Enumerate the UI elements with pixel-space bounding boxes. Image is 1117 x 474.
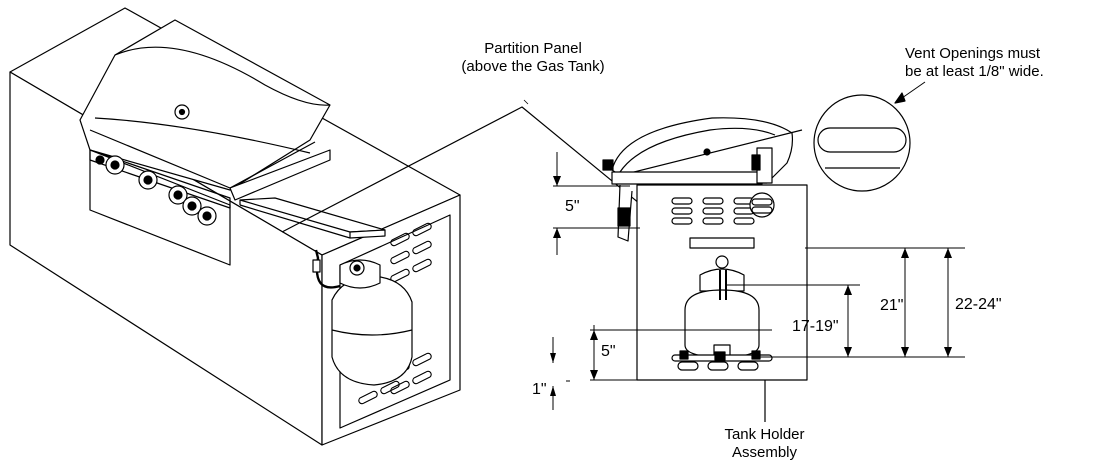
dim-cabinet-height: 22-24" bbox=[955, 296, 1002, 313]
vent-label-line1: Vent Openings must bbox=[905, 45, 1041, 62]
dim-top-gap: 5" bbox=[565, 198, 580, 215]
tank-holder-label: Tank Holder Assembly bbox=[712, 426, 817, 462]
tank-holder-assembly bbox=[671, 350, 773, 422]
tank-holder-line1: Tank Holder bbox=[724, 426, 805, 443]
elevation-vent-slots bbox=[671, 192, 775, 225]
dimension-arrows bbox=[550, 176, 952, 396]
partition-leader-line bbox=[281, 106, 691, 246]
dim-to-partition: 21" bbox=[880, 297, 904, 314]
control-knobs-left bbox=[95, 155, 217, 226]
dim-bottom-gap: 5" bbox=[601, 343, 616, 360]
vent-leader-line bbox=[901, 81, 926, 99]
vent-openings-label: Vent Openings must be at least 1/8" wide… bbox=[905, 45, 1044, 81]
dim-tank-height: 17-19" bbox=[792, 318, 839, 335]
partition-panel-elevation bbox=[689, 237, 755, 249]
cabinet-vent-slots bbox=[358, 222, 432, 405]
tank-holder-line2: Assembly bbox=[731, 444, 798, 461]
partition-label-line2: (above the Gas Tank) bbox=[461, 58, 605, 75]
partition-panel-label: Partition Panel (above the Gas Tank) bbox=[418, 40, 648, 76]
partition-shelf bbox=[239, 197, 386, 239]
dim-base-gap: 1" bbox=[532, 381, 547, 398]
vent-label-line2: be at least 1/8" wide. bbox=[905, 63, 1044, 80]
vent-leader-arrow bbox=[894, 92, 906, 104]
grill-head-left bbox=[79, 19, 331, 266]
partition-label-line1: Partition Panel bbox=[484, 40, 582, 57]
vent-magnifier bbox=[813, 94, 911, 192]
dimension-lines bbox=[552, 152, 965, 410]
grill-head-elevation bbox=[602, 117, 803, 242]
partition-leader-tick bbox=[523, 99, 529, 105]
propane-tank-left bbox=[312, 249, 413, 386]
